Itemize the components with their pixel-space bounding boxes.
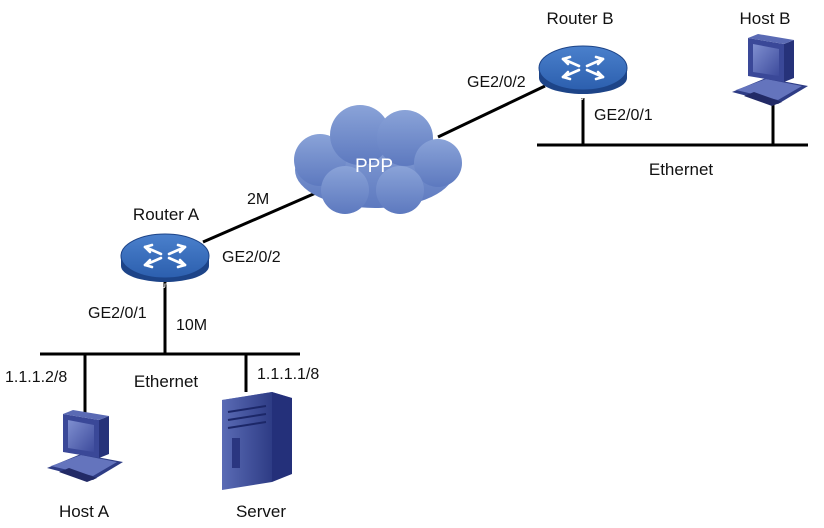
host-a-ip: 1.1.1.2/8 bbox=[5, 369, 67, 386]
host-b-label: Host B bbox=[739, 9, 790, 28]
router-a-label: Router A bbox=[133, 205, 200, 224]
desktop-computer-icon bbox=[732, 34, 808, 106]
server bbox=[222, 392, 292, 490]
desktop-computer-icon bbox=[47, 410, 123, 482]
cloud-label: PPP bbox=[355, 156, 393, 177]
ppp-cloud: PPP bbox=[294, 105, 462, 214]
router-a-lan-speed: 10M bbox=[176, 317, 207, 334]
router-b-label: Router B bbox=[546, 9, 613, 28]
lan-b-label: Ethernet bbox=[649, 160, 714, 179]
router-icon: ROUTER bbox=[120, 233, 210, 290]
link-router-a-to-cloud bbox=[202, 190, 319, 244]
cloud-icon bbox=[294, 105, 462, 214]
links bbox=[40, 84, 808, 415]
lan-a-label: Ethernet bbox=[134, 372, 199, 391]
router-b-port-lan: GE2/0/1 bbox=[594, 107, 653, 124]
server-label: Server bbox=[236, 502, 286, 521]
server-tower-icon bbox=[222, 392, 292, 490]
router-icon: ROUTER bbox=[538, 45, 628, 102]
host-a bbox=[47, 410, 123, 482]
host-b bbox=[732, 34, 808, 106]
link-cloud-to-router-b bbox=[437, 84, 546, 139]
router-badge: ROUTER bbox=[152, 284, 178, 290]
router-a-wan-speed: 2M bbox=[247, 191, 269, 208]
router-badge: ROUTER bbox=[570, 96, 596, 102]
router-b-port-wan: GE2/0/2 bbox=[467, 74, 526, 91]
server-ip: 1.1.1.1/8 bbox=[257, 366, 319, 383]
router-a-port-wan: GE2/0/2 bbox=[222, 249, 281, 266]
host-a-label: Host A bbox=[59, 502, 110, 521]
router-a-port-lan: GE2/0/1 bbox=[88, 305, 147, 322]
router-b: ROUTER bbox=[538, 45, 628, 102]
router-a: ROUTER bbox=[120, 233, 210, 290]
